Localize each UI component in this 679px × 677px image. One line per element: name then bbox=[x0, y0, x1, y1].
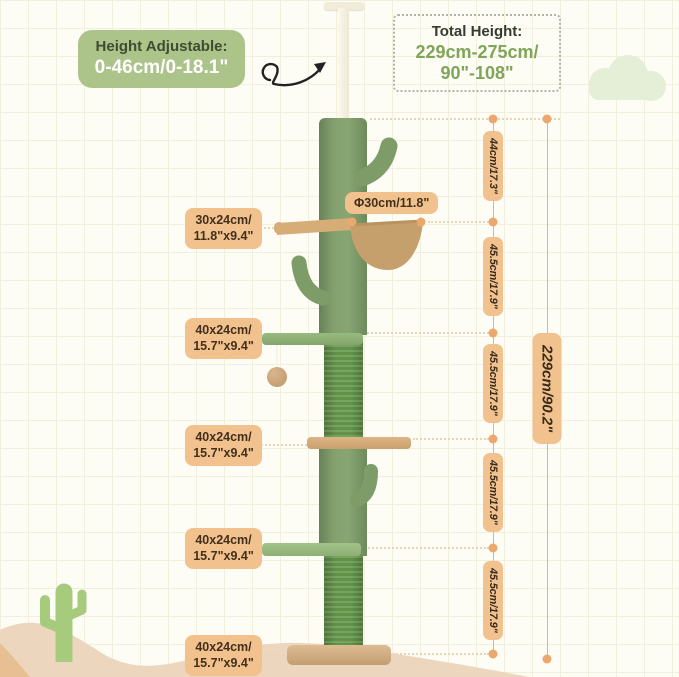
adjustable-pole bbox=[338, 8, 349, 120]
dim-dot bbox=[488, 114, 498, 124]
platform-light-green bbox=[262, 543, 361, 556]
segment-label-3: 45.5cm/17.9" bbox=[483, 344, 503, 423]
badge-value: 0-46cm/0-18.1" bbox=[94, 57, 229, 78]
size-cm: 30x24cm/ bbox=[195, 213, 252, 227]
segment-label-4: 45.5cm/17.9" bbox=[483, 453, 503, 532]
hammock-dim-dot bbox=[347, 217, 357, 227]
cactus-icon bbox=[40, 583, 87, 662]
dim-dot bbox=[488, 328, 498, 338]
badge-value-line2: 90"-108" bbox=[440, 63, 514, 84]
leader-label-1 bbox=[257, 227, 297, 229]
size-label-platform-1: 40x24cm/ 15.7"x9.4" bbox=[185, 318, 262, 359]
total-height-badge: Total Height: 229cm-275cm/ 90"-108" bbox=[393, 14, 561, 92]
toy-string bbox=[276, 345, 278, 369]
dim-dot bbox=[488, 543, 498, 553]
size-cm: 40x24cm/ bbox=[195, 640, 252, 654]
ceiling-mount-cap bbox=[324, 2, 364, 10]
segment-label-1: 44cm/17.3" bbox=[483, 131, 503, 201]
curved-arrow-icon bbox=[261, 62, 326, 87]
dim-dot bbox=[542, 114, 552, 124]
segment-label-2: 45.5cm/17.9" bbox=[483, 237, 503, 316]
cactus-post-middle bbox=[319, 449, 367, 556]
sisal-post-1 bbox=[324, 340, 363, 440]
platform-tan bbox=[307, 437, 411, 449]
hammock-dim-dot bbox=[416, 217, 426, 227]
size-inch: 11.8"x9.4" bbox=[193, 229, 254, 244]
size-label-hammock-board: 30x24cm/ 11.8"x9.4" bbox=[185, 208, 262, 249]
cloud-icon bbox=[589, 55, 666, 101]
dim-dot bbox=[488, 434, 498, 444]
badge-value-line1: 229cm-275cm/ bbox=[415, 42, 539, 62]
size-cm: 40x24cm/ bbox=[195, 533, 252, 547]
size-label-platform-2: 40x24cm/ 15.7"x9.4" bbox=[185, 425, 262, 466]
leader-hammock bbox=[428, 221, 489, 223]
size-inch: 15.7"x9.4" bbox=[193, 549, 254, 564]
leader-base bbox=[393, 653, 489, 655]
leader-label-5 bbox=[258, 654, 288, 656]
badge-title: Height Adjustable: bbox=[95, 38, 228, 55]
size-cm: 40x24cm/ bbox=[195, 323, 252, 337]
size-inch: 15.7"x9.4" bbox=[193, 446, 254, 461]
sand-dune-shape bbox=[0, 622, 530, 677]
cactus-post-upper bbox=[319, 118, 367, 335]
pom-pom-ball bbox=[267, 367, 287, 387]
total-height-label: 229cm/90.2" bbox=[532, 333, 562, 445]
height-adjustable-badge: Height Adjustable: 0-46cm/0-18.1" bbox=[78, 30, 245, 88]
floor-base-board bbox=[287, 645, 391, 665]
size-inch: 15.7"x9.4" bbox=[193, 656, 254, 671]
platform-green bbox=[262, 333, 363, 345]
leader-top bbox=[370, 118, 560, 120]
sisal-post-2 bbox=[324, 556, 363, 651]
leader-platform-1 bbox=[367, 332, 489, 334]
leader-platform-2 bbox=[413, 438, 489, 440]
size-label-base: 40x24cm/ 15.7"x9.4" bbox=[185, 635, 262, 676]
dim-dot bbox=[542, 654, 552, 664]
size-cm: 40x24cm/ bbox=[195, 430, 252, 444]
dim-dot bbox=[488, 649, 498, 659]
hammock-diameter-label: Φ30cm/11.8" bbox=[345, 192, 439, 214]
leader-platform-3 bbox=[365, 547, 489, 549]
badge-value: 229cm-275cm/ 90"-108" bbox=[395, 42, 559, 84]
dim-dot bbox=[488, 217, 498, 227]
leader-label-3 bbox=[257, 444, 307, 446]
segment-label-5: 45.5cm/17.9" bbox=[483, 561, 503, 640]
size-label-platform-3: 40x24cm/ 15.7"x9.4" bbox=[185, 528, 262, 569]
badge-title: Total Height: bbox=[431, 23, 523, 40]
size-inch: 15.7"x9.4" bbox=[193, 339, 254, 354]
